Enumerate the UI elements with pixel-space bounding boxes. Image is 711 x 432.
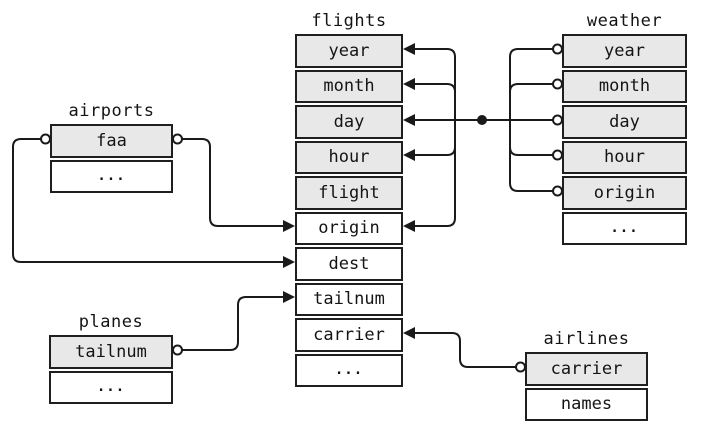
field-flights-month: month bbox=[295, 69, 403, 103]
field-weather-month: month bbox=[562, 69, 687, 103]
flights-bus-hour-branch bbox=[407, 146, 456, 156]
field-weather-origin: origin bbox=[562, 176, 687, 210]
one-circle-weather-origin-icon bbox=[552, 185, 563, 197]
relationship-weather-to-flights bbox=[403, 43, 563, 232]
field-airports-faa: faa bbox=[50, 124, 173, 158]
field-flights-day: day bbox=[295, 105, 403, 139]
one-circle-weather-day-icon bbox=[552, 114, 563, 126]
field-planes-tailnum: tailnum bbox=[49, 335, 173, 369]
weather-bus-hour-branch bbox=[509, 146, 553, 156]
relationship-planes-tailnum bbox=[172, 291, 295, 356]
arrowhead-flights-origin-icon bbox=[403, 220, 415, 232]
arrowhead-flights-hour-icon bbox=[403, 149, 415, 161]
field-flights-dest: dest bbox=[295, 247, 403, 281]
table-flights: flights year month day hour flight origi… bbox=[295, 6, 403, 387]
junction-dot bbox=[477, 115, 487, 125]
arrowhead-flights-month-icon bbox=[403, 78, 415, 90]
field-flights-origin: origin bbox=[295, 211, 403, 245]
table-planes: planes tailnum ... bbox=[49, 307, 173, 404]
table-airports: airports faa ... bbox=[50, 96, 173, 193]
field-flights-carrier: carrier bbox=[295, 318, 403, 352]
one-circle-weather-hour-icon bbox=[552, 149, 563, 161]
field-weather-hour: hour bbox=[562, 140, 687, 174]
arrowhead-dest-icon bbox=[283, 256, 295, 268]
field-weather-year: year bbox=[562, 34, 687, 68]
arrowhead-flights-year-icon bbox=[403, 43, 415, 55]
one-circle-airlines-carrier-icon bbox=[515, 361, 526, 373]
planes-tailnum-line bbox=[182, 296, 285, 351]
arrowhead-carrier-icon bbox=[403, 327, 415, 339]
field-weather-more: ... bbox=[562, 211, 687, 245]
one-circle-airports-faa-left-icon bbox=[40, 133, 51, 145]
airlines-carrier-line bbox=[411, 332, 516, 368]
field-flights-tailnum: tailnum bbox=[295, 282, 403, 316]
field-planes-more: ... bbox=[49, 370, 173, 404]
table-title-weather: weather bbox=[586, 11, 663, 31]
field-airports-more: ... bbox=[50, 159, 173, 193]
weather-bus-month-branch bbox=[509, 83, 553, 93]
table-title-planes: planes bbox=[78, 312, 144, 332]
arrowhead-tailnum-icon bbox=[283, 291, 295, 303]
arrowhead-origin-icon bbox=[283, 220, 295, 232]
one-circle-planes-tailnum-icon bbox=[172, 344, 183, 356]
field-airlines-names: names bbox=[525, 387, 648, 421]
field-flights-year: year bbox=[295, 34, 403, 68]
field-flights-flight: flight bbox=[295, 176, 403, 210]
table-weather: weather year month day hour origin ... bbox=[562, 6, 687, 245]
table-airlines: airlines carrier names bbox=[525, 324, 648, 421]
flights-bus-line bbox=[407, 48, 456, 227]
relationship-airlines-carrier bbox=[403, 327, 526, 373]
table-rows-airports: faa ... bbox=[50, 124, 173, 193]
field-weather-day: day bbox=[562, 105, 687, 139]
table-rows-flights: year month day hour flight origin dest t… bbox=[295, 34, 403, 387]
arrowhead-flights-day-icon bbox=[403, 114, 415, 126]
table-title-airlines: airlines bbox=[543, 329, 630, 349]
one-circle-weather-month-icon bbox=[552, 78, 563, 90]
table-rows-airlines: carrier names bbox=[525, 352, 648, 421]
relationship-airports-origin bbox=[172, 133, 295, 232]
field-airlines-carrier: carrier bbox=[525, 352, 648, 386]
field-flights-hour: hour bbox=[295, 140, 403, 174]
table-rows-weather: year month day hour origin ... bbox=[562, 34, 687, 245]
table-rows-planes: tailnum ... bbox=[49, 335, 173, 404]
one-circle-weather-year-icon bbox=[552, 43, 563, 55]
table-title-flights: flights bbox=[311, 11, 387, 31]
weather-bus-line bbox=[509, 48, 553, 192]
airports-origin-line bbox=[182, 138, 285, 227]
field-flights-more: ... bbox=[295, 353, 403, 387]
flights-bus-month-branch bbox=[407, 83, 456, 93]
table-title-airports: airports bbox=[68, 101, 155, 121]
one-circle-airports-faa-right-icon bbox=[172, 133, 183, 145]
